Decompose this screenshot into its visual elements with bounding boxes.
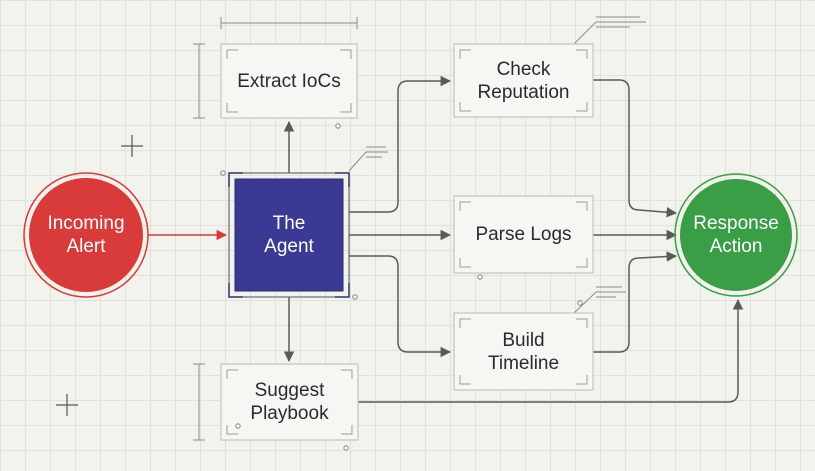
label-incoming-alert: Incoming Alert (29, 201, 143, 269)
edge-timeline-to-response (593, 251, 678, 353)
label-suggest-playbook: Suggest Playbook (221, 364, 358, 440)
label-build-timeline-line1: Build (502, 329, 545, 351)
edge-playbook-to-response (358, 298, 744, 403)
label-check-reputation: Check Reputation (454, 44, 593, 117)
node-incoming-alert (23, 172, 149, 298)
box-check-reputation (453, 43, 594, 118)
label-the-agent: The Agent (235, 201, 343, 269)
leader-lines (348, 16, 646, 315)
label-incoming-alert-line1: Incoming (47, 213, 125, 234)
label-parse-logs: Parse Logs (454, 196, 593, 273)
label-build-timeline: Build Timeline (454, 313, 593, 390)
label-incoming-alert-line2: Alert (66, 236, 106, 257)
edge-agent-to-check (349, 75, 452, 213)
process-boxes (220, 43, 594, 441)
label-suggest-playbook-line2: Playbook (250, 403, 329, 424)
label-the-agent-line1: The (272, 213, 306, 234)
label-extract-iocs: Extract IoCs (221, 44, 357, 118)
dimension-marks (193, 17, 358, 441)
label-response-action-line2: Action (709, 236, 763, 257)
connectors (148, 75, 744, 403)
box-suggest-playbook (220, 363, 359, 441)
box-build-timeline (453, 312, 594, 391)
label-check-reputation-line2: Reputation (477, 81, 570, 103)
node-dots (235, 123, 583, 451)
box-extract-iocs (220, 43, 358, 119)
edge-check-to-response (593, 79, 678, 218)
node-the-agent (220, 170, 358, 300)
node-response-action (674, 173, 798, 297)
label-build-timeline-line2: Timeline (487, 352, 560, 374)
box-parse-logs (453, 195, 594, 274)
label-parse-logs-line1: Parse Logs (475, 224, 572, 245)
box-corner-brackets (226, 49, 588, 435)
edge-agent-to-timeline (349, 255, 452, 358)
label-suggest-playbook-line1: Suggest (254, 380, 325, 401)
label-response-action: Response Action (679, 201, 793, 269)
label-response-action-line1: Response (693, 213, 779, 234)
crosshair-decoration (56, 135, 143, 416)
label-the-agent-line2: Agent (264, 236, 314, 257)
label-extract-iocs-line1: Extract IoCs (237, 70, 341, 92)
label-check-reputation-line1: Check (496, 58, 551, 80)
